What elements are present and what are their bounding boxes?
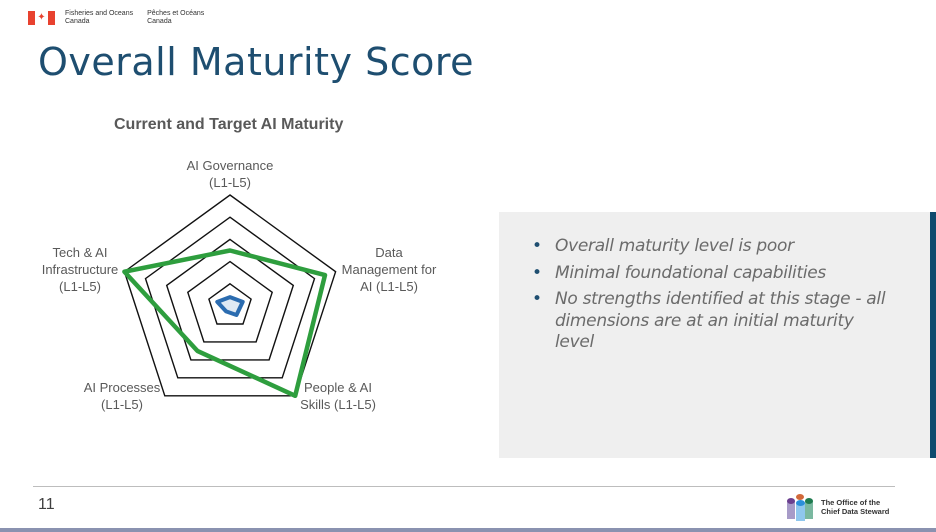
footer-divider [33, 486, 895, 487]
ocds-logo-text: The Office of the Chief Data Steward [821, 498, 890, 516]
government-header: ✦ Fisheries and Oceans Canada Pêches et … [28, 8, 218, 28]
grid-ring [186, 260, 274, 343]
slide-title: Overall Maturity Score [38, 40, 475, 84]
axis-label-data-management: Data Management for AI (L1-L5) [341, 245, 437, 294]
grid-ring [165, 238, 295, 361]
target-series-line [122, 248, 328, 399]
chart-title: Current and Target AI Maturity [114, 116, 344, 133]
bottom-strip [0, 528, 936, 532]
data-cylinders-icon [787, 494, 813, 521]
ocds-logo: The Office of the Chief Data Steward [786, 493, 889, 521]
bullet-icon: • [532, 262, 542, 283]
summary-bullets: •Overall maturity level is poor •Minimal… [530, 236, 890, 359]
current-series-line [215, 295, 245, 317]
canada-flag-icon: ✦ [28, 11, 55, 25]
bullet-item: •Minimal foundational capabilities [532, 262, 826, 283]
axis-label-people-skills: People & AI Skills (L1-L5) [300, 380, 376, 412]
bullet-item: •No strengths identified at this stage -… [532, 289, 886, 352]
accent-bar [930, 212, 936, 458]
bullet-item: •Overall maturity level is poor [532, 236, 794, 256]
dept-name-french: Pêches et Océans Canada [147, 10, 205, 25]
grid-ring [208, 282, 252, 325]
axis-label-ai-processes: AI Processes (L1-L5) [83, 380, 161, 412]
bullet-icon: • [532, 289, 542, 309]
axis-label-ai-governance: AI Governance (L1-L5) [186, 158, 274, 190]
page-number: 11 [38, 496, 55, 513]
dept-name-english: Fisheries and Oceans Canada [65, 10, 134, 25]
axis-label-tech-infrastructure: Tech & AI Infrastructure (L1-L5) [41, 245, 119, 294]
summary-box [499, 212, 930, 458]
bullet-icon: • [532, 236, 542, 256]
grid-ring [123, 194, 337, 397]
